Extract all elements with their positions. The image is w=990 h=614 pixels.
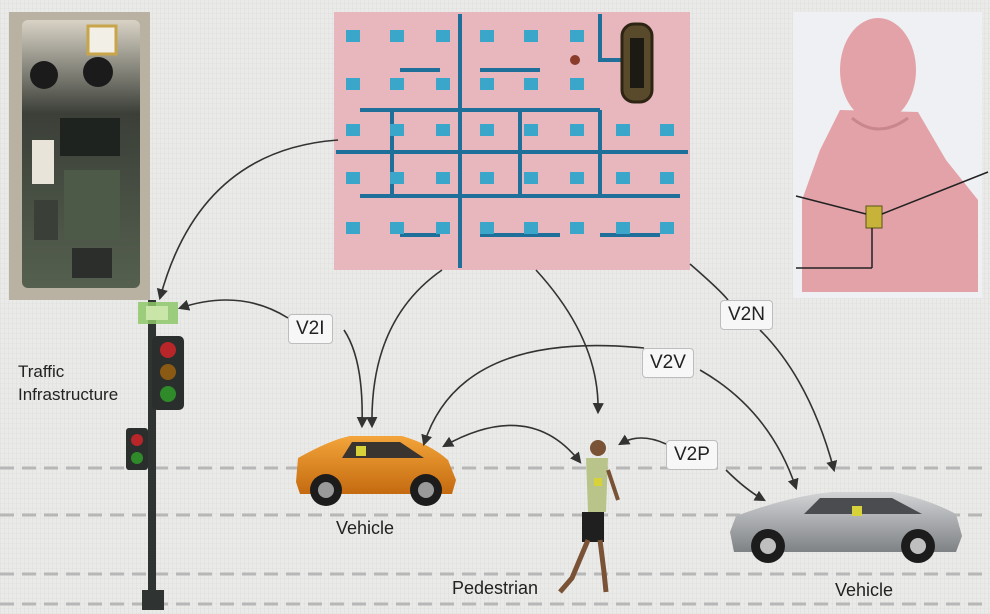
vehicle-right-label: Vehicle [835, 580, 894, 600]
vehicle-left-car [296, 436, 456, 506]
phone-pcb-photo [9, 12, 150, 300]
antenna-array-board [334, 12, 690, 270]
vehicle-right-car [730, 492, 962, 563]
connection-arrows [156, 139, 838, 502]
v2v-link-label: V2V [642, 348, 694, 378]
v2n-link-label: V2N [720, 300, 773, 330]
pedestrian-figure [558, 440, 620, 594]
human-body-model [793, 12, 989, 298]
pedestrian-label: Pedestrian [452, 578, 539, 598]
v2p-link-label: V2P [666, 440, 718, 470]
traffic-infrastructure-label: Traffic Infrastructure [18, 362, 119, 404]
v2i-link-label: V2I [288, 314, 333, 344]
traffic-light [126, 300, 184, 610]
vehicle-left-label: Vehicle [336, 518, 395, 538]
